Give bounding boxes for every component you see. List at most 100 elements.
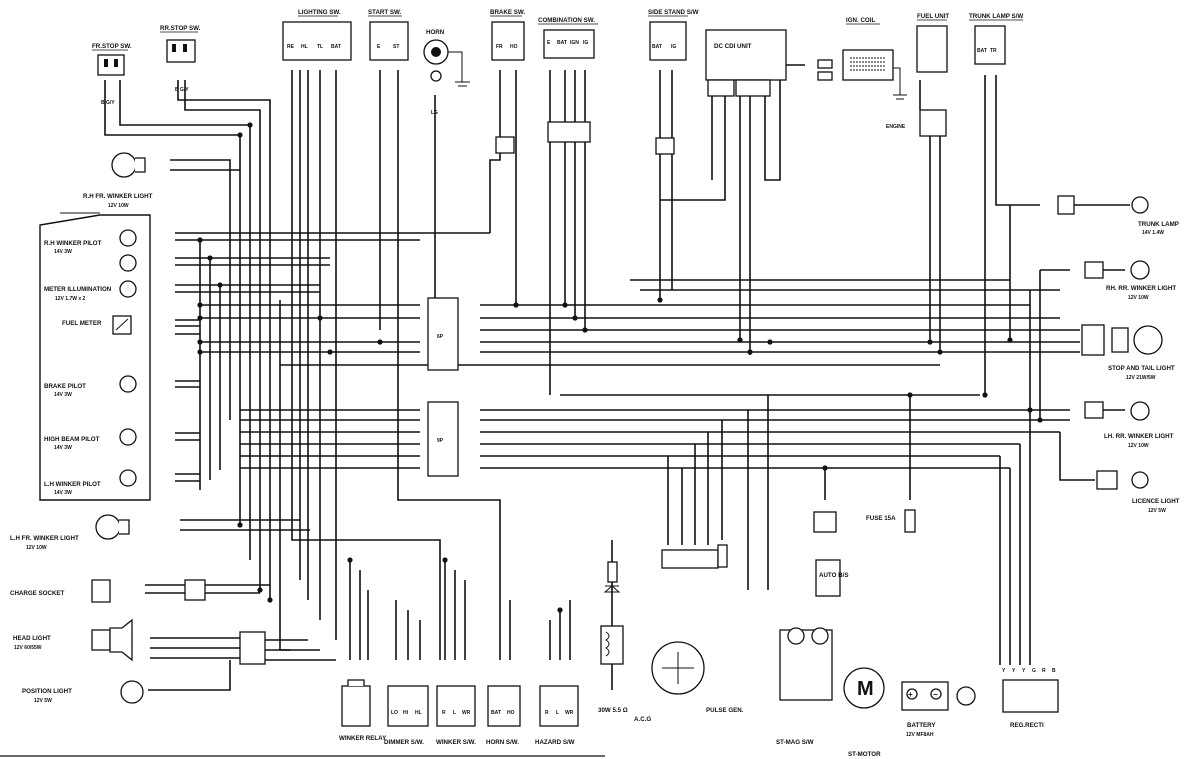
horn-wire: LG	[431, 110, 438, 116]
high-beam-pilot: HIGH BEAM PILOT 14V 3W	[44, 428, 137, 451]
start-pin-e: E	[377, 44, 381, 50]
winker-switch: R L WR WINKER S/W.	[436, 685, 476, 746]
fuel-meter: FUEL METER	[62, 315, 132, 335]
head-light: HEAD LIGHT 12V 60/55W	[13, 618, 266, 665]
licence-light-spec: 12V 5W	[1148, 508, 1166, 514]
charge-socket: CHARGE SOCKET	[10, 579, 206, 603]
position-light-spec: 12V 5W	[34, 698, 52, 704]
svg-text:−: −	[933, 690, 938, 699]
lighting-pin-hl: HL	[301, 44, 308, 50]
winker-pin-r: R	[442, 710, 446, 716]
dimmer-pin-hi: HI	[403, 710, 409, 716]
combination-sw-label: COMBINATION SW.	[538, 17, 595, 24]
winker-pin-wr: WR	[462, 710, 471, 716]
trunk-lamp-sw-label: TRUNK LAMP S/W	[969, 13, 1023, 20]
fr-stop-sw-wires: B G/Y	[101, 100, 115, 106]
rh-fr-winker-spec: 12V 10W	[108, 203, 129, 209]
fuel-meter-label: FUEL METER	[62, 320, 102, 327]
horn-sw-pin-bat: BAT	[491, 710, 501, 716]
lh-fr-winker-label: L.H FR. WINKER LIGHT	[10, 535, 79, 542]
dc-cdi-unit: DC CDI UNIT	[705, 29, 787, 97]
meter-illumination-spec: 12V 1.7W x 2	[55, 296, 86, 302]
lh-winker-pilot: L.H WINKER PILOT 14V 3W	[44, 469, 137, 496]
lighting-switch: LIGHTING SW. RE HL TL BAT	[282, 9, 352, 61]
brake-pilot-spec: 14V 3W	[54, 392, 72, 398]
winker-relay: WINKER RELAY	[339, 679, 387, 742]
acg-generator: A.C.G	[634, 549, 719, 723]
lh-fr-winker-spec: 12V 10W	[26, 545, 47, 551]
st-mag-sw-label: ST-MAG S/W	[776, 739, 814, 746]
licence-light: LICENCE LIGHT 12V 5W	[1096, 470, 1180, 514]
hazard-pin-wr: WR	[565, 710, 574, 716]
rr-stop-sw-wires: B G/Y	[175, 87, 189, 93]
pulse-generator: PULSE GEN.	[706, 544, 744, 714]
rr-stop-sw-label: RR.STOP SW.	[160, 25, 201, 32]
stop-tail-light: STOP AND TAIL LIGHT 12V 21W/5W	[1081, 324, 1175, 381]
rh-rr-winker-spec: 12V 10W	[1128, 295, 1149, 301]
rh-fr-winker-light: R.H FR. WINKER LIGHT 12V 10W	[83, 152, 153, 209]
battery: + − BATTERY 12V MF8AH	[901, 681, 976, 738]
brake-sw-label: BRAKE SW.	[490, 9, 525, 16]
brake-pilot-label: BRAKE PILOT	[44, 383, 86, 390]
stop-tail-spec: 12V 21W/5W	[1126, 375, 1156, 381]
start-pin-st: ST	[393, 44, 399, 50]
dimmer-switch: LO HI HL DIMMER S/W.	[384, 685, 429, 746]
start-sw-label: START SW.	[368, 9, 402, 16]
lighting-pin-tl: TL	[317, 44, 323, 50]
position-light-label: POSITION LIGHT	[22, 688, 72, 695]
svg-text:+: +	[908, 690, 913, 699]
trunk-lamp-label: TRUNK LAMP	[1138, 221, 1179, 228]
charge-socket-label: CHARGE SOCKET	[10, 590, 65, 597]
fuel-unit-label: FUEL UNIT	[917, 13, 949, 20]
lighting-sw-label: LIGHTING SW.	[298, 9, 341, 16]
side-stand-switch: SIDE STAND S/W BAT IG	[648, 9, 699, 155]
trunk-lamp-switch: TRUNK LAMP S/W BAT TR	[969, 13, 1023, 65]
meter-illumination: METER ILLUMINATION 12V 1.7W x 2	[44, 254, 137, 302]
center-connectors: 6P 9P	[427, 297, 459, 477]
lh-winker-pilot-label: L.H WINKER PILOT	[44, 481, 101, 488]
rh-winker-pilot-label: R.H WINKER PILOT	[44, 240, 102, 247]
horn-sw-pin-ho: HO	[507, 710, 515, 716]
lh-rr-winker-spec: 12V 10W	[1128, 443, 1149, 449]
lighting-pin-re: RE	[287, 44, 295, 50]
junction-dots	[197, 122, 1043, 613]
side-stand-pin-bat: BAT	[652, 44, 662, 50]
dc-cdi-label: DC CDI UNIT	[714, 43, 752, 50]
side-stand-sw-label: SIDE STAND S/W	[648, 9, 699, 16]
winker-sw-label: WINKER S/W.	[436, 739, 476, 746]
high-beam-pilot-spec: 14V 3W	[54, 445, 72, 451]
auto-bs-label: AUTO B/S	[819, 572, 848, 579]
fuel-unit: FUEL UNIT	[916, 13, 949, 137]
lh-fr-winker-light: L.H FR. WINKER LIGHT 12V 10W	[10, 514, 130, 551]
position-light: POSITION LIGHT 12V 5W	[22, 680, 144, 704]
head-light-label: HEAD LIGHT	[13, 635, 51, 642]
main-fuse: FUSE 15A	[866, 509, 916, 533]
trunk-lamp-spec: 14V 1.4W	[1142, 230, 1164, 236]
reg-pin-y1: Y	[1002, 668, 1006, 674]
horn-label: HORN	[426, 29, 445, 36]
combo-pin-ign: IGN	[570, 40, 579, 46]
regulator-rectifier: Y Y Y G R B REG.RECTI	[1002, 668, 1059, 729]
winker-pin-l: L	[453, 710, 456, 716]
brake-switch: BRAKE SW. FR HO	[490, 9, 525, 154]
starter-relay: ST-MAG S/W	[776, 627, 833, 746]
st-motor-label: ST-MOTOR	[848, 751, 881, 758]
dimmer-pin-lo: LO	[391, 710, 398, 716]
hazard-sw-label: HAZARD S/W	[535, 739, 575, 746]
combo-pin-e: E	[547, 40, 551, 46]
connector-6p-label: 6P	[437, 334, 444, 340]
starter-motor: M ST-MOTOR	[843, 667, 885, 758]
hazard-pin-l: L	[556, 710, 559, 716]
brake-pin-ho: HO	[510, 44, 518, 50]
ign-coil-ground: ENGINE	[886, 124, 906, 130]
reg-pin-g: G	[1032, 668, 1036, 674]
resistor-label: 30W 5.5 Ω	[598, 707, 628, 714]
trunk-pin-bat: BAT	[977, 48, 987, 54]
wiring-harness	[104, 64, 1130, 691]
battery-label: BATTERY	[907, 722, 936, 729]
reg-pin-y3: Y	[1022, 668, 1026, 674]
combination-switch: COMBINATION SW. E BAT IGN IG	[538, 17, 598, 143]
rh-winker-pilot-spec: 14V 3W	[54, 249, 72, 255]
acg-label: A.C.G	[634, 716, 651, 723]
